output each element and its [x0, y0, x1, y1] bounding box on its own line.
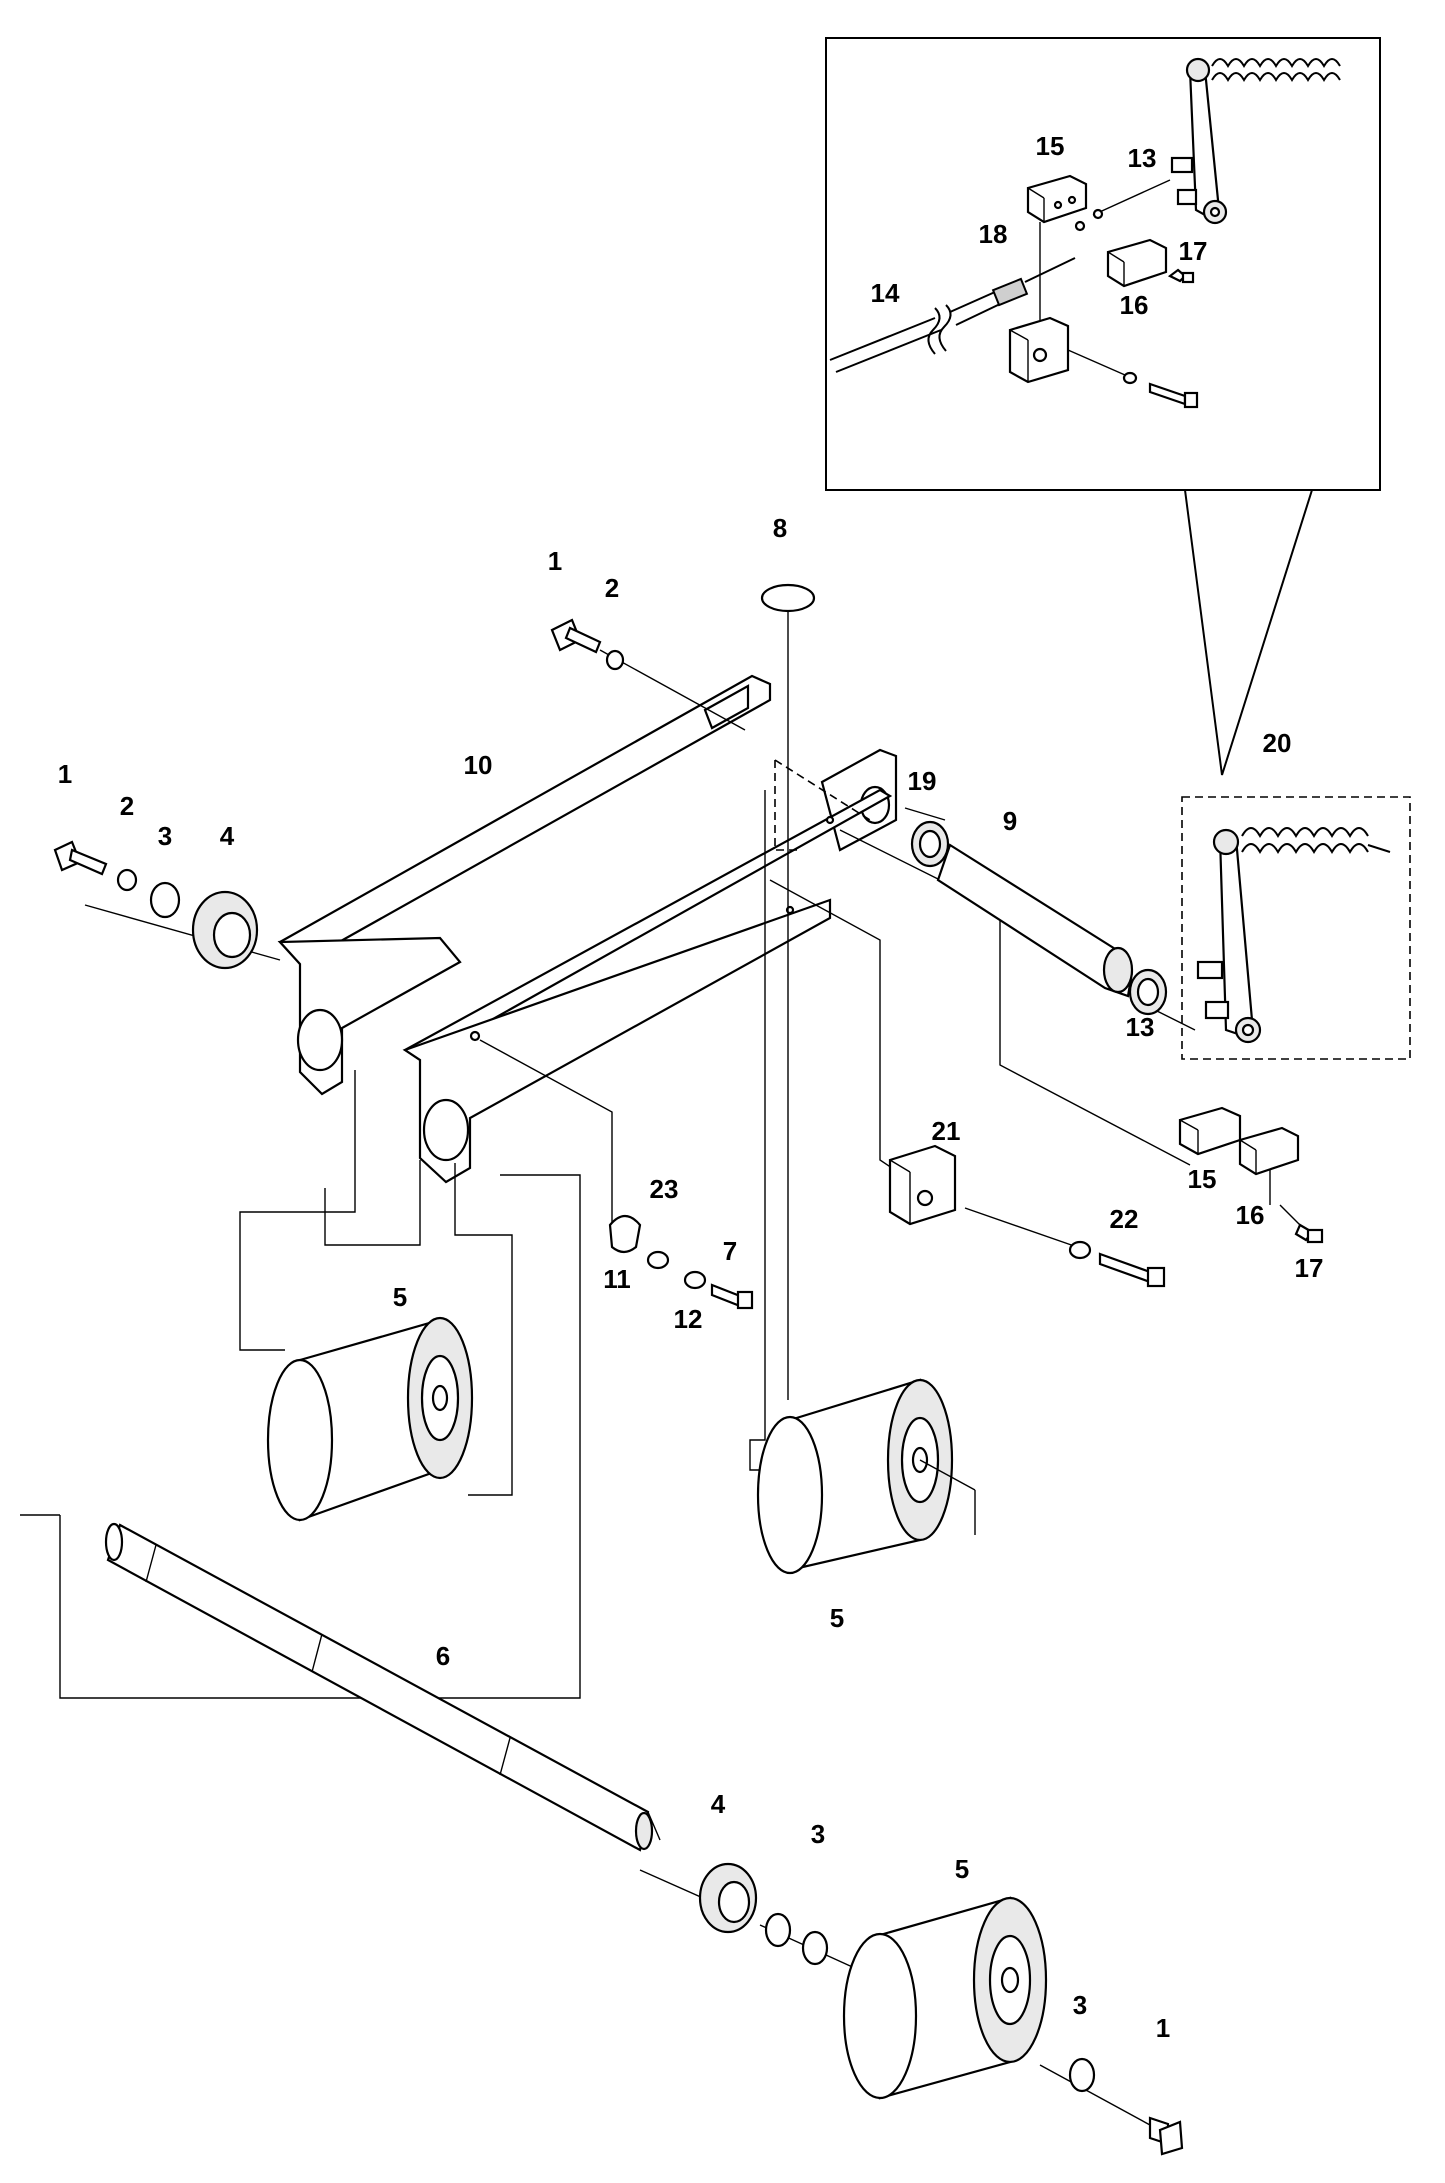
part-number-label-10: 10: [464, 750, 493, 780]
part-number-label-3-bottom-b: 3: [1073, 1990, 1087, 2020]
shaft-9: [910, 820, 1168, 1016]
part-number-label-8: 8: [773, 513, 787, 543]
part-number-label-23: 23: [650, 1174, 679, 1204]
part-number-label-15-main: 15: [1188, 1164, 1217, 1194]
part-number-label-1-bottom: 1: [1156, 2013, 1170, 2043]
part-number-label-9: 9: [1003, 806, 1017, 836]
assembly-20-box: [1181, 796, 1411, 1060]
part-number-label-4-bottom: 4: [711, 1789, 726, 1819]
shaft-6: [104, 1522, 661, 1852]
part-number-label-19: 19: [908, 766, 937, 796]
frame-10: [277, 674, 898, 1184]
inset-clamp-16: [1106, 238, 1168, 288]
part-number-label-1-left: 1: [58, 759, 72, 789]
part-number-label-18: 18: [979, 219, 1008, 249]
part-number-label-16-main: 16: [1236, 1200, 1265, 1230]
part-number-label-2-top: 2: [605, 573, 619, 603]
wheel-5-left: [266, 1316, 474, 1522]
leader-lines: [20, 610, 1196, 2126]
part-number-label-3-left: 3: [158, 821, 172, 851]
inset-lever-arm: [1170, 57, 1228, 225]
block-21: [888, 1144, 1166, 1288]
top-bolt-assembly: [550, 618, 625, 671]
wheel-5-right: [756, 1378, 976, 1575]
part-number-label-11: 11: [603, 1264, 631, 1294]
detail-inset: [825, 37, 1381, 776]
part-number-label-14: 14: [871, 278, 900, 308]
wheel-5-bottom: [842, 1896, 1048, 2100]
part-number-label-2-left: 2: [120, 791, 134, 821]
small-parts-center: [608, 1214, 754, 1310]
main-clamps: [1178, 1106, 1324, 1244]
part-number-label-1-top: 1: [548, 546, 562, 576]
part-number-label-5-bottom: 5: [955, 1854, 969, 1884]
inset-cable: [829, 257, 1076, 373]
left-hardware: [53, 840, 259, 970]
part-number-label-16-inset: 16: [1120, 290, 1149, 320]
part-number-label-17-main: 17: [1295, 1253, 1324, 1283]
part-number-label-3-bottom-a: 3: [811, 1819, 825, 1849]
part-number-label-13-main: 13: [1126, 1012, 1155, 1042]
part-number-label-17-inset: 17: [1179, 236, 1208, 266]
inset-spring: [1211, 58, 1341, 83]
part-number-label-5-right: 5: [830, 1603, 844, 1633]
part-number-label-6: 6: [436, 1641, 450, 1671]
part-number-label-15-inset: 15: [1036, 131, 1065, 161]
part-number-label-4-top: 4: [220, 821, 235, 851]
bottom-hardware: [698, 1862, 1184, 2156]
part-number-label-22: 22: [1110, 1204, 1139, 1234]
part-number-label-21: 21: [932, 1116, 961, 1146]
part-number-label-12: 12: [674, 1304, 703, 1334]
part-8-cap: [760, 583, 816, 613]
inset-clamp-15: [1026, 174, 1088, 224]
part-number-label-20: 20: [1263, 728, 1292, 758]
part-number-label-5-left: 5: [393, 1282, 407, 1312]
part-number-label-7: 7: [723, 1236, 737, 1266]
part-number-label-13-inset: 13: [1128, 143, 1157, 173]
